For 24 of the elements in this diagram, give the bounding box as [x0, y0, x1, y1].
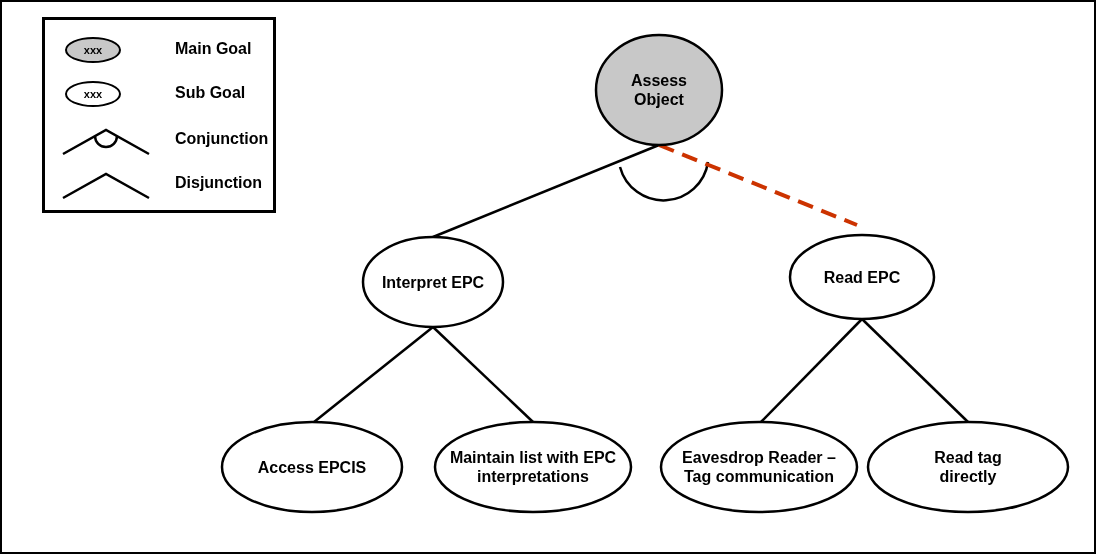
- legend-sample: xxx: [65, 37, 121, 63]
- goal-ellipse: [594, 33, 724, 147]
- legend-label: Sub Goal: [175, 84, 246, 102]
- goal-label: Interpret EPC: [380, 272, 486, 292]
- goal-label: Read tag directly: [933, 448, 1003, 486]
- goal-label: Eavesdrop Reader – Tag communication: [681, 448, 837, 486]
- connector-line: [760, 318, 863, 423]
- goal-ellipse: [433, 420, 633, 514]
- goal-label: Access EPCIS: [256, 457, 368, 477]
- legend-label: Main Goal: [175, 40, 252, 58]
- goal-ellipse: [659, 420, 859, 514]
- goal-label: Read EPC: [822, 267, 902, 287]
- legend-label: Conjunction: [175, 130, 269, 148]
- goal-ellipse: [866, 420, 1070, 514]
- goal-ellipse: [788, 233, 936, 321]
- goal-label: Assess Object: [629, 71, 688, 109]
- connector-line: [313, 326, 434, 423]
- goal-label: Maintain list with EPC interpretations: [448, 448, 618, 486]
- goal-ellipse: [220, 420, 404, 514]
- connector-line: [432, 326, 534, 423]
- goal-ellipse: [361, 235, 505, 329]
- connector-line: [861, 318, 969, 423]
- legend-sample: xxx: [65, 81, 121, 107]
- legend-label: Disjunction: [175, 174, 263, 192]
